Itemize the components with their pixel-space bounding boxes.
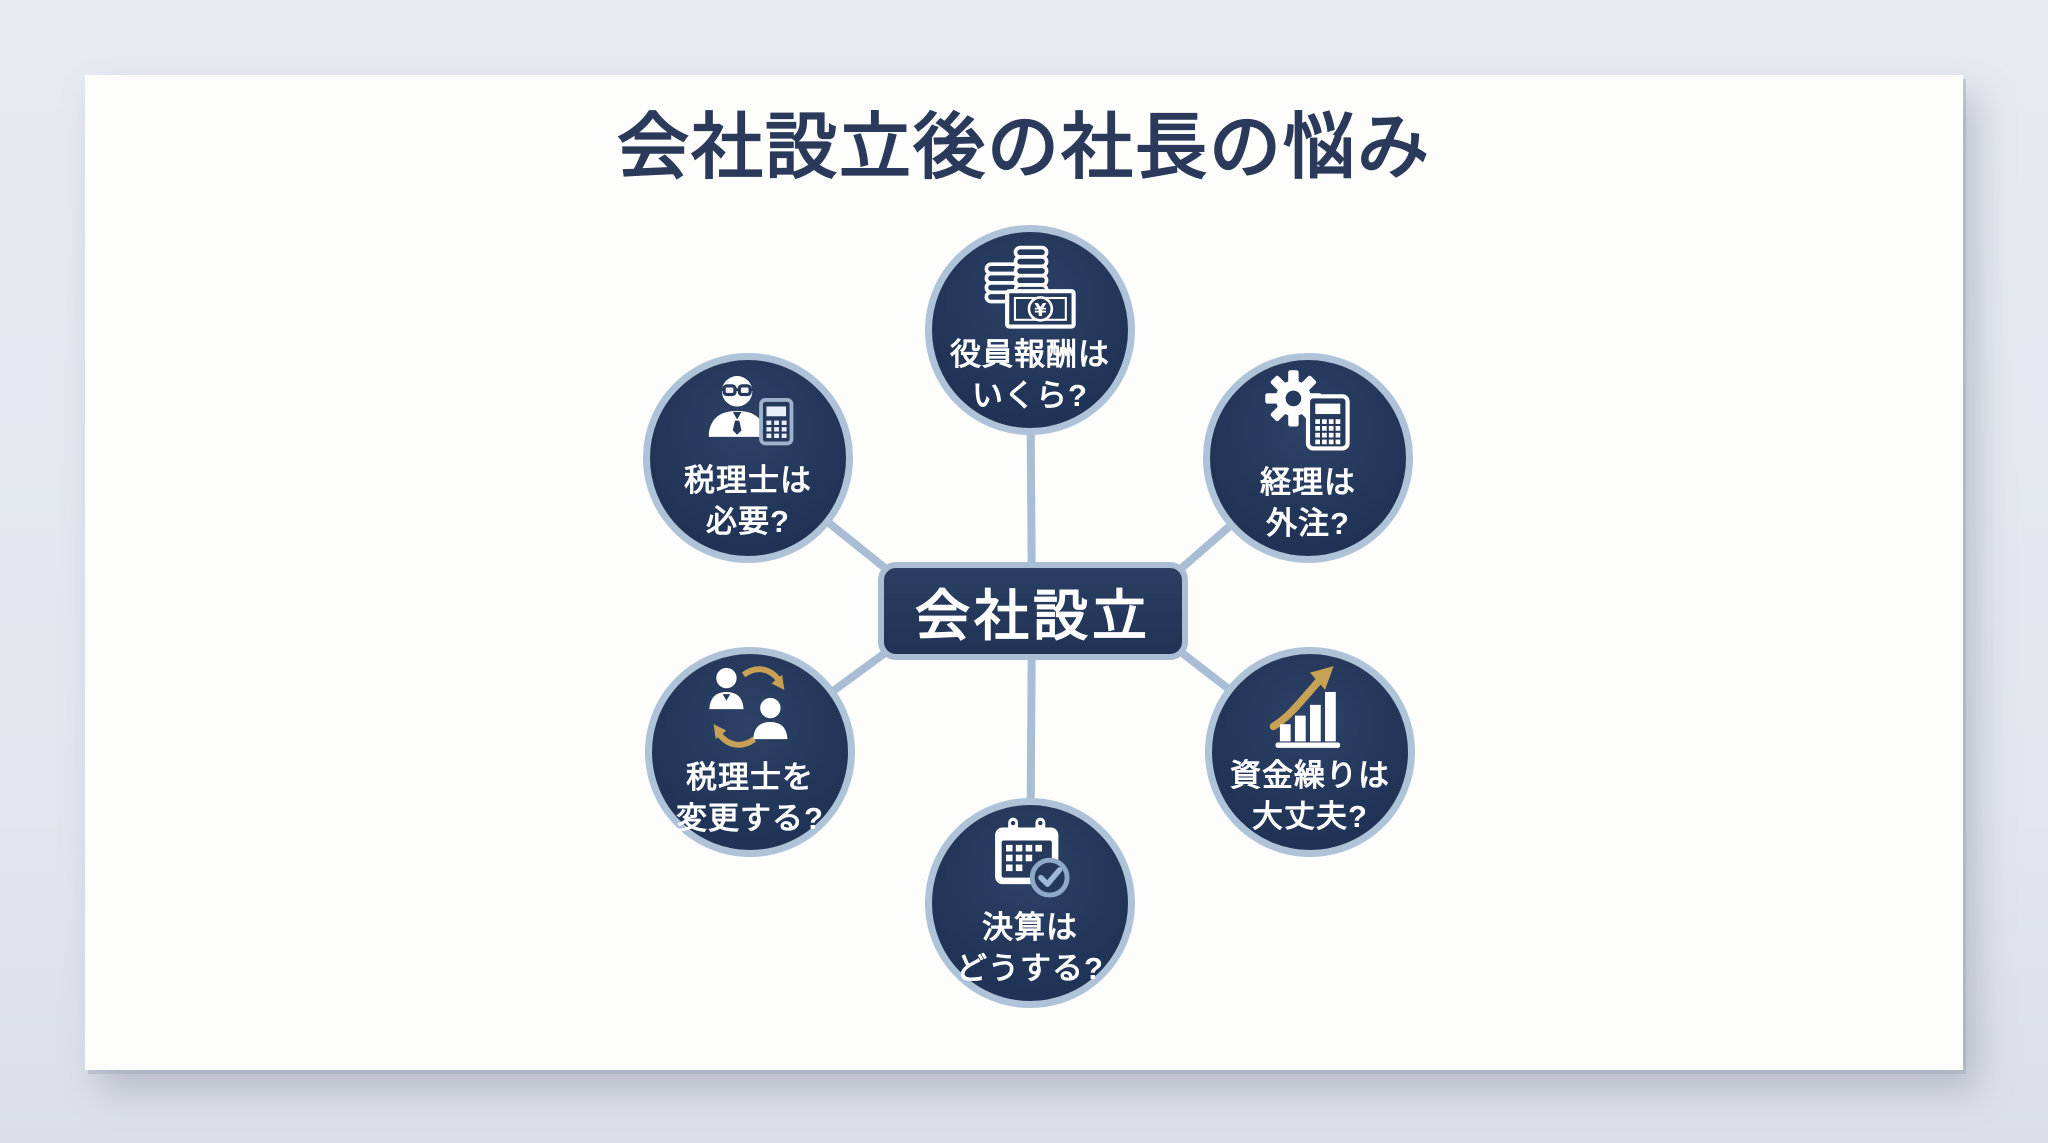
svg-text:¥: ¥ — [1034, 301, 1047, 321]
person-exchange-icon — [709, 666, 788, 748]
node-need-accountant: 税理士は 必要? — [643, 353, 853, 563]
node-change-accountant: 税理士を 変更する? — [645, 647, 855, 857]
node-label: 役員報酬は いくら? — [950, 337, 1110, 413]
node-label: 税理士は 必要? — [684, 463, 812, 539]
node-cash-flow: 資金繰りは 大丈夫? — [1205, 647, 1415, 857]
gear-calculator-icon — [1265, 370, 1350, 451]
center-node: 会社設立 — [878, 562, 1188, 660]
node-label: 税理士を 変更する? — [676, 760, 824, 836]
calendar-check-icon — [995, 817, 1070, 898]
center-node-label: 会社設立 — [914, 585, 1151, 647]
node-label: 決算は どうする? — [956, 910, 1104, 986]
node-label: 経理は 外注? — [1260, 465, 1356, 541]
growth-chart-icon — [1269, 666, 1341, 748]
page-title: 会社設立後の社長の悩み — [616, 104, 1431, 189]
node-executive-pay: ¥ 役員報酬は いくら? — [925, 225, 1135, 435]
node-label: 資金繰りは 大丈夫? — [1230, 758, 1390, 834]
accountant-calculator-icon — [708, 376, 794, 446]
money-icon: ¥ — [984, 245, 1076, 329]
node-settlement: 決算は どうする? — [925, 798, 1135, 1008]
node-outsource-accounting: 経理は 外注? — [1203, 353, 1413, 563]
